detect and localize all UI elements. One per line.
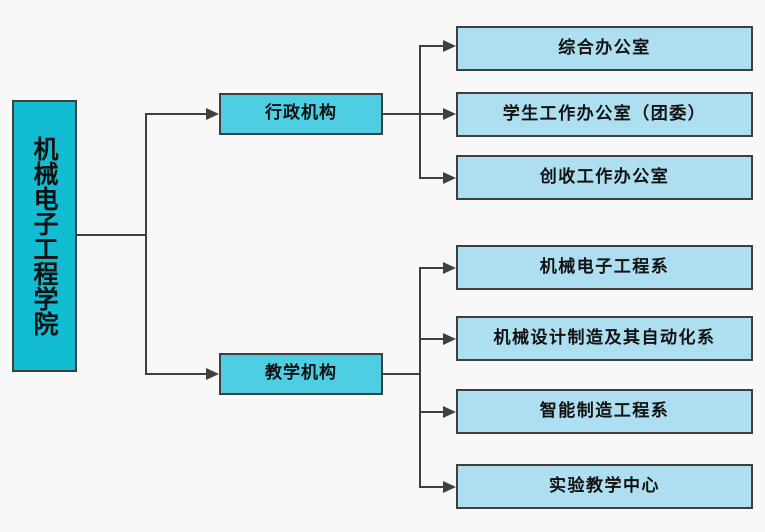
- arrow-admin-child-2: [443, 172, 456, 184]
- node-root-label: 机械电子工程学院: [30, 136, 59, 336]
- arrow-teaching-child-3: [443, 481, 456, 493]
- node-leaf-experimental-teaching-center[interactable]: 实验教学中心: [456, 464, 753, 509]
- arrow-teaching-child-1: [443, 333, 456, 345]
- node-leaf-mechatronic-engineering-dept-label: 机械电子工程系: [539, 256, 670, 277]
- edge-to-teaching: [145, 373, 213, 375]
- node-leaf-revenue-office[interactable]: 创收工作办公室: [456, 155, 753, 200]
- edge-admin-child-2: [419, 177, 450, 179]
- edge-admin-child-0: [419, 45, 450, 47]
- node-branch-teaching[interactable]: 教学机构: [219, 353, 383, 395]
- node-leaf-mechatronic-engineering-dept[interactable]: 机械电子工程系: [456, 245, 753, 290]
- arrow-teaching-child-2: [443, 406, 456, 418]
- edge-teaching-bus: [419, 267, 421, 486]
- edge-teaching-child-2: [419, 411, 450, 413]
- node-leaf-general-office[interactable]: 综合办公室: [456, 26, 753, 71]
- node-leaf-mechanical-design-automation-dept-label: 机械设计制造及其自动化系: [493, 327, 716, 348]
- arrow-teaching-child-0: [443, 262, 456, 274]
- node-leaf-intelligent-manufacturing-dept-label: 智能制造工程系: [539, 400, 670, 421]
- edge-admin-stem: [383, 113, 421, 115]
- arrow-admin-child-1: [443, 108, 456, 120]
- node-leaf-general-office-label: 综合办公室: [558, 37, 651, 58]
- edge-to-admin: [145, 113, 213, 115]
- node-leaf-revenue-office-label: 创收工作办公室: [539, 166, 670, 187]
- edge-root-stem: [77, 234, 147, 236]
- node-branch-administrative-label: 行政机构: [265, 103, 337, 124]
- edge-root-bus-lower: [145, 234, 147, 374]
- node-leaf-experimental-teaching-center-label: 实验教学中心: [549, 475, 660, 496]
- node-leaf-student-affairs-office[interactable]: 学生工作办公室（团委）: [456, 92, 753, 137]
- edge-teaching-child-1: [419, 338, 450, 340]
- edge-teaching-child-3: [419, 486, 450, 488]
- node-leaf-mechanical-design-automation-dept[interactable]: 机械设计制造及其自动化系: [456, 316, 753, 361]
- arrow-to-admin: [206, 108, 219, 120]
- arrow-to-teaching: [206, 368, 219, 380]
- node-leaf-intelligent-manufacturing-dept[interactable]: 智能制造工程系: [456, 389, 753, 434]
- node-branch-teaching-label: 教学机构: [265, 363, 337, 384]
- node-root-college[interactable]: 机械电子工程学院: [12, 100, 77, 372]
- edge-admin-child-1: [419, 113, 450, 115]
- node-branch-administrative[interactable]: 行政机构: [219, 93, 383, 135]
- edge-teaching-stem: [383, 373, 421, 375]
- edge-admin-bus: [419, 45, 421, 178]
- arrow-admin-child-0: [443, 40, 456, 52]
- edge-root-bus: [145, 113, 147, 236]
- edge-teaching-child-0: [419, 267, 450, 269]
- node-leaf-student-affairs-office-label: 学生工作办公室（团委）: [502, 103, 707, 124]
